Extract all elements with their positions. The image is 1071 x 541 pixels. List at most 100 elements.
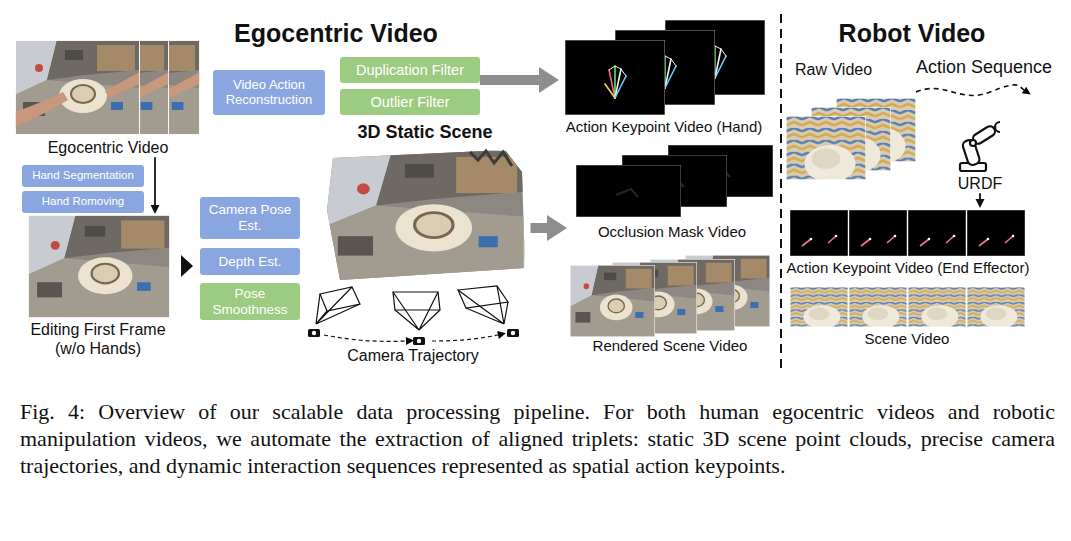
flow-arrow — [480, 75, 539, 85]
node-label: Pose Smoothness — [205, 286, 295, 317]
node-label: Action Keypoint Video (End Effector) — [784, 259, 1033, 277]
node-label: Video Action Reconstruction — [218, 78, 320, 108]
node-label: Raw Video — [782, 60, 920, 79]
camera-trajectory — [432, 335, 498, 341]
section-heading: Egocentric Video — [234, 18, 438, 48]
occlusion-mask-frames — [576, 165, 681, 217]
keypoint-video-panel: Action Keypoint Video (Hand) — [559, 18, 769, 136]
end-effector-keypoint-frames — [967, 210, 1025, 256]
keypoint-video-panel: Action Keypoint Video (End Effector) — [784, 208, 1033, 277]
art-spacer — [320, 144, 531, 282]
node-label: Occlusion Mask Video — [567, 223, 777, 241]
art-spacer — [10, 38, 206, 138]
robot-scene-frames — [790, 287, 1025, 329]
video-frame-stack: Egocentric Video — [10, 38, 206, 157]
camera-icon — [308, 329, 320, 337]
robot-scene-frames — [790, 287, 848, 329]
art-spacer — [567, 145, 777, 223]
art-spacer — [785, 285, 1029, 330]
node-label: Hand Romoving — [42, 195, 124, 208]
node-label: Action Keypoint Video (Hand) — [559, 118, 769, 136]
robot-arm-icon — [960, 122, 1000, 171]
camera-icon — [312, 331, 316, 335]
art-spacer — [942, 122, 1018, 174]
camera-icon — [413, 337, 425, 345]
domain-divider — [780, 14, 782, 368]
robot-arm-icon — [995, 122, 1000, 132]
end-effector-keypoint-frames — [908, 210, 966, 256]
hand-keypoint-frames — [565, 40, 665, 115]
art-spacer — [784, 208, 1033, 259]
filter-box: Outlier Filter — [340, 89, 480, 115]
rendered-scene-frames — [570, 255, 770, 337]
node-label: Editing First Frame (w/o Hands) — [22, 320, 174, 358]
camera-trajectory — [393, 292, 440, 330]
filter-box: Duplication Filter — [340, 57, 480, 83]
process-box: Depth Est. — [200, 248, 300, 275]
camera-trajectory — [316, 287, 360, 324]
edited-first-frame — [28, 215, 170, 318]
camera-trajectory — [316, 286, 508, 341]
action-sequence-curve — [916, 85, 1024, 96]
camera-trajectory — [324, 335, 406, 341]
camera-icon — [308, 329, 519, 345]
egocentric-frames — [15, 40, 140, 135]
camera-trajectory — [458, 286, 508, 324]
process-box: Video Action Reconstruction — [213, 70, 325, 115]
urdf-panel: URDF — [942, 122, 1018, 193]
node-label: Outlier Filter — [371, 94, 450, 111]
point-cloud-scene — [325, 150, 525, 282]
robot-scene-frames — [849, 287, 907, 329]
end-effector-keypoint-frames — [790, 210, 1025, 256]
flow-arrow — [154, 157, 156, 205]
robot-raw-frames — [786, 116, 866, 183]
camera-icon — [507, 329, 519, 337]
node-label: Hand Segmentation — [32, 169, 134, 182]
node-label: Scene Video — [785, 330, 1029, 348]
process-box: Hand Segmentation — [22, 165, 144, 187]
process-box: Hand Romoving — [22, 191, 144, 213]
node-label: Depth Est. — [218, 254, 281, 270]
flow-chevron — [181, 255, 193, 277]
annotation-label: Action Sequence — [916, 57, 1052, 79]
node-label: Camera Pose Est. — [205, 202, 295, 233]
occlusion-mask-frames — [576, 145, 773, 217]
scene-video-panel: Scene Video — [785, 285, 1029, 348]
art-spacer — [782, 79, 920, 182]
point-cloud-scene — [325, 150, 525, 282]
point-cloud-panel: 3D Static Scene — [320, 122, 531, 282]
egocentric-frames — [15, 40, 200, 135]
node-label: Egocentric Video — [10, 138, 206, 157]
scene-video-panel: Rendered Scene Video — [565, 253, 775, 355]
section-heading: Robot Video — [839, 18, 986, 48]
camera-icon — [417, 339, 421, 343]
robot-scene-frames — [967, 287, 1025, 329]
point-cloud-scene — [470, 151, 512, 166]
raw-video-panel: Raw Video — [782, 60, 920, 182]
robot-raw-frames — [786, 98, 916, 183]
art-spacer — [565, 253, 775, 337]
edited-first-frame — [28, 215, 170, 318]
node-label: Camera Trajectory — [298, 346, 529, 365]
figure-caption: Fig. 4: Overview of our scalable data pr… — [20, 398, 1055, 479]
edited-frame: Editing First Frame (w/o Hands) — [19, 214, 177, 358]
robot-arm-icon — [970, 140, 976, 146]
node-label: 3D Static Scene — [320, 122, 531, 144]
end-effector-keypoint-frames — [849, 210, 907, 256]
hand-keypoint-frames — [565, 20, 765, 115]
camera-icon — [511, 331, 515, 335]
camera-trajectory-panel: Camera Trajectory — [298, 284, 529, 365]
node-label: URDF — [942, 174, 1018, 193]
node-label: Rendered Scene Video — [565, 337, 775, 355]
rendered-scene-frames — [570, 265, 655, 337]
process-box: Camera Pose Est. — [200, 197, 300, 239]
point-cloud-scene — [325, 150, 525, 282]
art-spacer — [19, 214, 177, 320]
flow-arrow — [531, 223, 548, 233]
art-spacer — [298, 284, 529, 346]
flow-arrow — [979, 193, 981, 199]
end-effector-keypoint-frames — [790, 210, 848, 256]
robot-scene-frames — [908, 287, 966, 329]
art-spacer — [559, 18, 769, 118]
